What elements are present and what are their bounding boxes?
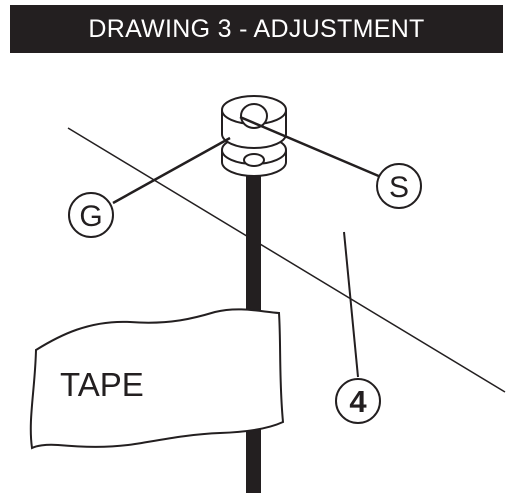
screw-leader-line xyxy=(239,115,382,179)
title-bar: DRAWING 3 - ADJUSTMENT xyxy=(10,5,503,53)
tape-label: TAPE xyxy=(60,366,144,403)
guide-callout-circle xyxy=(68,192,114,238)
screw-callout-circle xyxy=(376,163,422,209)
screw-head xyxy=(240,103,268,129)
number-callout-label: 4 xyxy=(349,384,367,419)
tape-banner xyxy=(29,308,285,450)
screw-callout-label: S xyxy=(389,171,409,204)
number-callout-circle xyxy=(335,378,381,424)
diagonal-wire xyxy=(67,127,506,393)
drawing-title: DRAWING 3 - ADJUSTMENT xyxy=(88,14,425,43)
number-leader-line xyxy=(343,231,359,378)
guide-leader-line xyxy=(112,136,231,205)
guide-rod-hole xyxy=(243,153,265,167)
guide-callout-label: G xyxy=(79,200,102,233)
